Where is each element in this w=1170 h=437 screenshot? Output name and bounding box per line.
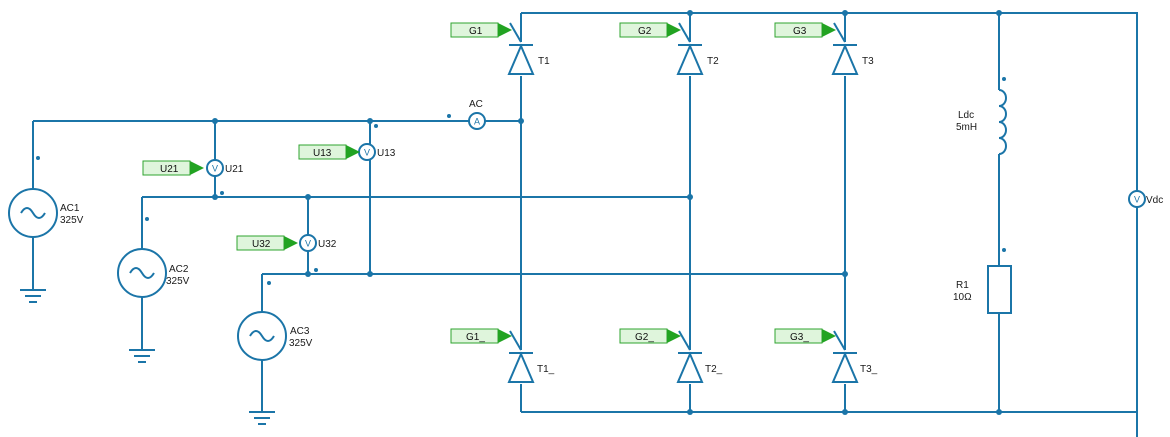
ac-source-1[interactable]: AC1 325V bbox=[8, 188, 84, 238]
voltmeter-name: U32 bbox=[318, 239, 337, 250]
ac-source-value: 325V bbox=[166, 276, 190, 287]
gate-arrow-icon bbox=[822, 329, 836, 343]
thyristor-name: T1 bbox=[538, 56, 550, 67]
ac-source-name: AC2 bbox=[169, 264, 189, 275]
gate-tag-label: G3_ bbox=[790, 332, 809, 343]
inductor-ldc[interactable]: Ldc 5mH bbox=[956, 89, 1008, 155]
signal-tag-label: U32 bbox=[252, 239, 271, 250]
junctions bbox=[36, 10, 1006, 415]
thyristor-t2[interactable]: T2 G2 bbox=[619, 22, 719, 76]
sine-wave-icon bbox=[129, 267, 155, 279]
signal-tag-label: U21 bbox=[160, 164, 179, 175]
thyristor-t2-lower[interactable]: T2_ G2_ bbox=[619, 328, 723, 384]
ground-icon bbox=[20, 289, 46, 303]
resistor-value: 10Ω bbox=[953, 292, 972, 303]
resistor-name: R1 bbox=[956, 280, 969, 291]
voltmeter-u13[interactable]: V U13 U13 bbox=[298, 143, 396, 161]
thyristor-name: T3 bbox=[862, 56, 874, 67]
voltmeter-vdc[interactable]: V Vdc bbox=[1128, 190, 1163, 208]
resistor-r1[interactable]: R1 10Ω bbox=[953, 265, 1012, 314]
wires bbox=[32, 12, 1138, 437]
thyristor-t1[interactable]: T1 G1 bbox=[450, 22, 550, 76]
thyristor-name: T3_ bbox=[860, 364, 878, 375]
thyristor-name: T1_ bbox=[537, 364, 555, 375]
gate-tag-label: G3 bbox=[793, 26, 807, 37]
gate-arrow-icon bbox=[498, 329, 512, 343]
voltmeter-name: Vdc bbox=[1146, 195, 1163, 206]
thyristor-name: T2_ bbox=[705, 364, 723, 375]
signal-arrow-icon bbox=[284, 236, 298, 250]
gate-arrow-icon bbox=[667, 329, 681, 343]
gate-arrow-icon bbox=[667, 23, 681, 37]
gate-tag-label: G1_ bbox=[466, 332, 485, 343]
ground-icon bbox=[249, 411, 275, 425]
signal-tag-label: U13 bbox=[313, 148, 332, 159]
gate-arrow-icon bbox=[822, 23, 836, 37]
signal-arrow-icon bbox=[190, 161, 204, 175]
voltmeter-name: U21 bbox=[225, 164, 244, 175]
thyristor-name: T2 bbox=[707, 56, 719, 67]
gate-arrow-icon bbox=[498, 23, 512, 37]
ac-source-value: 325V bbox=[60, 215, 84, 226]
voltmeter-symbol: V bbox=[305, 239, 311, 249]
voltmeter-symbol: V bbox=[1134, 195, 1140, 205]
voltmeter-u32[interactable]: V U32 U32 bbox=[236, 234, 337, 252]
thyristor-t3-lower[interactable]: T3_ G3_ bbox=[774, 328, 878, 384]
signal-arrow-icon bbox=[346, 145, 360, 159]
voltmeter-u21[interactable]: V U21 U21 bbox=[142, 159, 244, 177]
gate-tag-label: G2_ bbox=[635, 332, 654, 343]
voltmeter-symbol: V bbox=[364, 148, 370, 158]
ground-icon bbox=[129, 349, 155, 363]
gate-tag-label: G2 bbox=[638, 26, 652, 37]
sine-wave-icon bbox=[249, 330, 275, 342]
thyristor-t1-lower[interactable]: T1_ G1_ bbox=[450, 328, 555, 384]
sine-wave-icon bbox=[20, 207, 46, 219]
ammeter-name: AC bbox=[469, 99, 483, 110]
voltmeter-symbol: V bbox=[212, 164, 218, 174]
ammeter[interactable]: A AC bbox=[468, 99, 486, 130]
ac-source-2[interactable]: AC2 325V bbox=[117, 248, 190, 298]
ac-source-name: AC1 bbox=[60, 203, 80, 214]
thyristor-t3[interactable]: T3 G3 bbox=[774, 22, 874, 76]
ac-source-3[interactable]: AC3 325V bbox=[237, 311, 313, 361]
inductor-name: Ldc bbox=[958, 110, 974, 121]
voltmeter-name: U13 bbox=[377, 148, 396, 159]
gate-tag-label: G1 bbox=[469, 26, 483, 37]
inductor-value: 5mH bbox=[956, 122, 977, 133]
ammeter-symbol: A bbox=[474, 117, 480, 127]
ac-source-value: 325V bbox=[289, 338, 313, 349]
ac-source-name: AC3 bbox=[290, 326, 310, 337]
